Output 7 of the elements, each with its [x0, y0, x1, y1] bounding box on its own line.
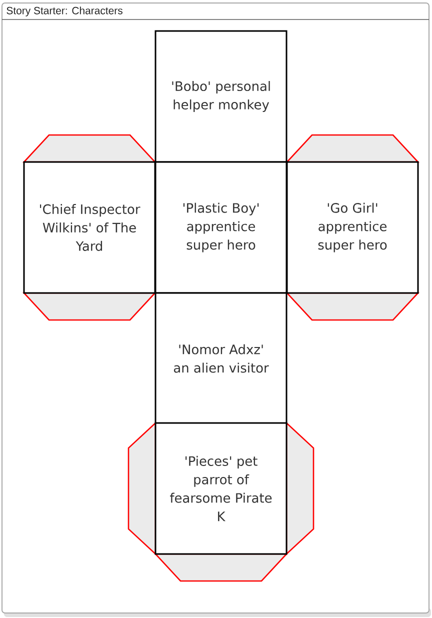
cube-face: 'Plastic Boy' apprentice super hero	[154, 161, 288, 294]
cube-face: 'Nomor Adxz' an alien visitor	[154, 292, 288, 425]
cube-face: 'Chief Inspector Wilkins' of The Yard	[23, 161, 156, 294]
title: Story Starter: Characters	[6, 6, 122, 16]
cube-face: 'Bobo' personal helper monkey	[154, 30, 288, 163]
cube-face: 'Pieces' pet parrot of fearsome Pirate K	[154, 422, 288, 555]
cube-face: 'Go Girl' apprentice super hero	[286, 161, 419, 294]
